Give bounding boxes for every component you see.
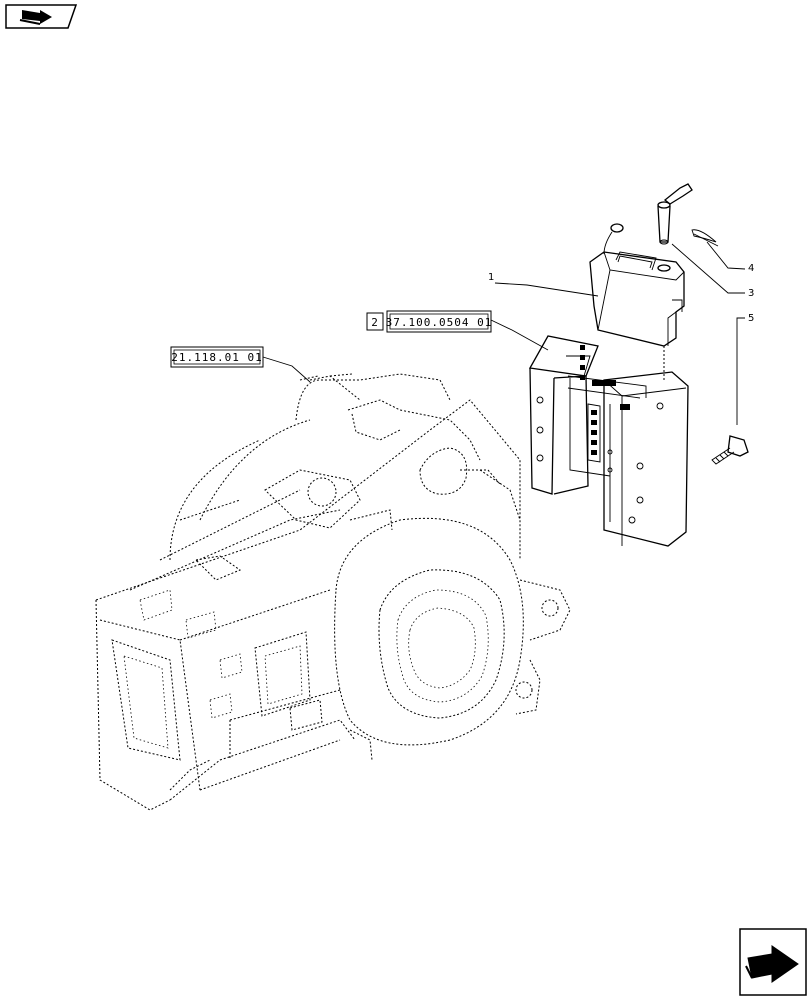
callout-5: 5 xyxy=(748,313,754,324)
callout-3-leader xyxy=(671,243,745,294)
drawbar-reference-label: 37.100.0504 01 xyxy=(386,316,493,329)
callout-5-leader xyxy=(736,317,745,425)
transmission-reference-label: 21.118.01 01 xyxy=(171,351,262,364)
callout-4: 4 xyxy=(748,263,754,274)
drawbar-reference-box[interactable]: 2 37.100.0504 01 xyxy=(366,310,493,333)
drawbar-frame xyxy=(528,335,689,547)
drawbar-reference-index: 2 xyxy=(371,316,379,329)
transmission-reference-box[interactable]: 21.118.01 01 xyxy=(170,346,264,368)
callout-1-leader xyxy=(494,282,599,297)
transmission-housing-phantom xyxy=(95,373,571,811)
callout-4-leader xyxy=(706,241,746,270)
callout-1: 1 xyxy=(488,272,494,283)
next-page-arrow-icon[interactable] xyxy=(739,928,807,996)
drawbar-leader-line xyxy=(490,319,549,351)
hitch-plate-part-1 xyxy=(589,223,685,347)
catalog-navigation-icon[interactable] xyxy=(5,4,78,29)
transmission-leader-line xyxy=(262,356,311,383)
callout-3: 3 xyxy=(748,288,754,299)
pin-part-3 xyxy=(657,183,693,245)
spring-clip-part-4 xyxy=(691,229,719,247)
bolt-part-5 xyxy=(711,435,749,465)
